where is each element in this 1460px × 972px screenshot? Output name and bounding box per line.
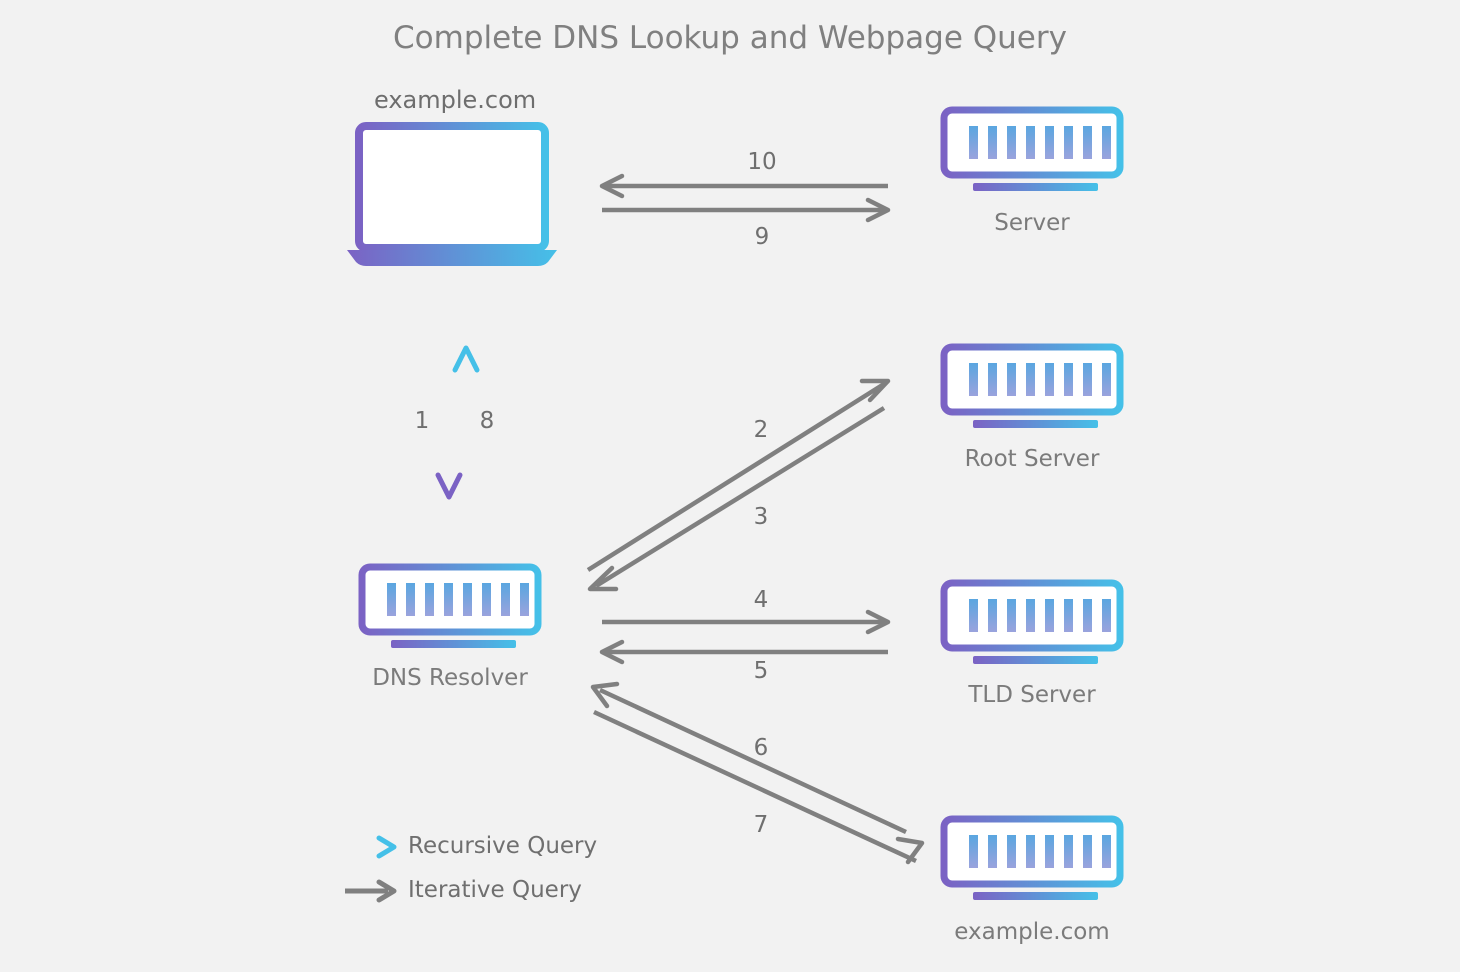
- server-icon-server: [940, 106, 1124, 191]
- step-number-1: 1: [414, 408, 430, 434]
- step-number-10: 10: [747, 149, 777, 175]
- server-icon-bars: [969, 599, 1111, 632]
- arrow-step-8: [452, 345, 480, 495]
- arrow-step-3: [587, 406, 886, 592]
- step-number-3: 3: [753, 504, 769, 530]
- server-icon-authoritative-server: [940, 815, 1124, 900]
- server-icon-bars: [969, 363, 1111, 396]
- client-label: example.com: [374, 86, 537, 114]
- authoritative-server-label: example.com: [954, 919, 1110, 945]
- server-icon-bars: [387, 583, 529, 616]
- server-icon-root-server: [940, 343, 1124, 428]
- legend-arrow-recursive: [345, 835, 397, 859]
- dns-resolver-label: DNS Resolver: [372, 665, 528, 691]
- server-icon-bars: [969, 126, 1111, 159]
- step-number-6: 6: [753, 735, 769, 761]
- tld-server-label: TLD Server: [968, 682, 1096, 708]
- legend-label-iterative: Iterative Query: [408, 877, 582, 903]
- server-label: Server: [994, 210, 1070, 236]
- step-number-4: 4: [753, 587, 769, 613]
- step-number-7: 7: [753, 812, 769, 838]
- arrow-step-10: [599, 173, 888, 199]
- arrow-step-7: [593, 709, 925, 865]
- step-number-9: 9: [754, 224, 770, 250]
- step-number-2: 2: [753, 417, 769, 443]
- arrow-step-1: [435, 350, 463, 500]
- legend-arrow-iterative: [345, 879, 397, 903]
- root-server-label: Root Server: [964, 446, 1100, 472]
- step-number-5: 5: [753, 658, 769, 684]
- server-icon-dns-resolver: [358, 563, 542, 648]
- laptop-icon: [347, 122, 557, 266]
- legend-label-recursive: Recursive Query: [408, 833, 598, 859]
- arrow-step-9: [602, 197, 891, 223]
- server-icon-tld-server: [940, 579, 1124, 664]
- server-icon-bars: [969, 835, 1111, 868]
- arrow-step-4: [602, 609, 891, 635]
- arrow-step-2: [586, 378, 891, 572]
- page-title: Complete DNS Lookup and Webpage Query: [393, 20, 1067, 56]
- arrow-step-5: [599, 639, 888, 665]
- arrow-step-6: [590, 681, 907, 835]
- step-number-8: 8: [479, 408, 495, 434]
